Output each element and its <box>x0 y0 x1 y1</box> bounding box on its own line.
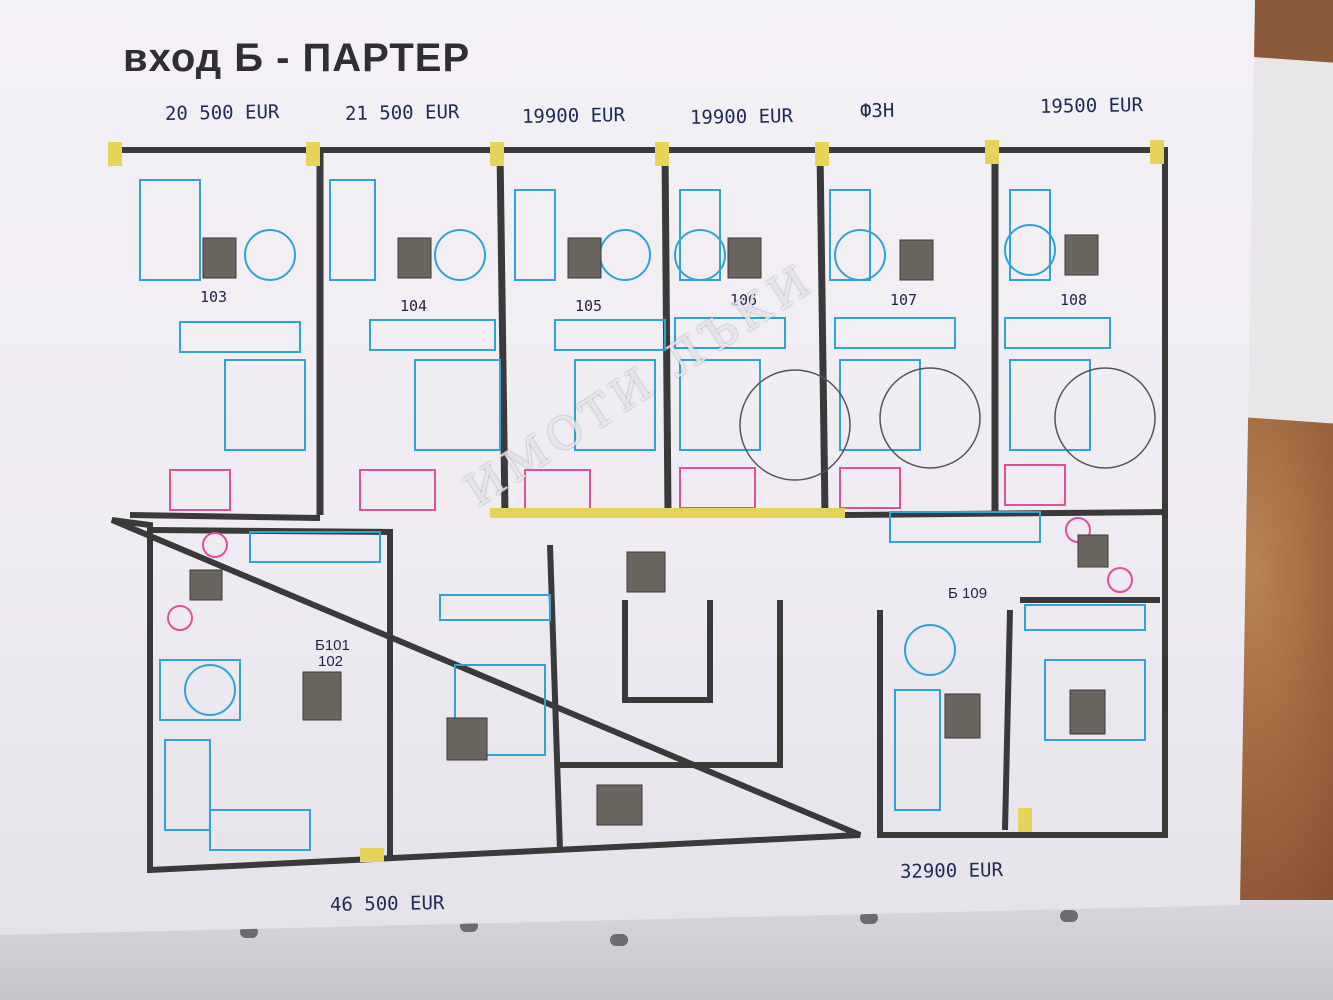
unit-wall <box>1002 597 1160 831</box>
unit-number-103: 103 <box>200 288 228 306</box>
elevator-wall <box>622 600 713 703</box>
page-title: вход Б - ПАРТЕР <box>123 36 471 80</box>
outer-wall <box>110 147 1168 874</box>
price-unit-103: 20 500 EUR <box>164 101 280 125</box>
label-b101: Б101 <box>315 637 350 654</box>
price-bottom-left: 46 500 EUR <box>329 892 445 916</box>
price-unit-104: 21 500 EUR <box>344 101 460 125</box>
unit-number-104: 104 <box>400 297 428 315</box>
floor-plan-sheet: вход Б - ПАРТЕР <box>0 0 1255 935</box>
price-unit-105: 19900 EUR <box>521 104 626 128</box>
label-102: 102 <box>318 653 344 670</box>
punch-hole <box>860 912 878 924</box>
floor-plan-drawing <box>108 140 1168 874</box>
stair-wall <box>547 544 783 851</box>
unit-number-108: 108 <box>1060 291 1088 309</box>
partition-wall <box>496 149 509 516</box>
punch-hole <box>610 934 628 946</box>
unit-wall <box>149 527 393 860</box>
partition-wall <box>816 149 829 516</box>
price-bottom-right: 32900 EUR <box>899 859 1004 883</box>
price-unit-108: 19500 EUR <box>1039 94 1144 118</box>
corridor-wall <box>129 509 1166 521</box>
label-b109: Б 109 <box>948 585 988 602</box>
price-unit-106: 19900 EUR <box>689 105 794 129</box>
partition-wall <box>661 149 672 516</box>
punch-hole <box>1060 910 1078 922</box>
unit-number-107: 107 <box>890 291 918 309</box>
unit-number-106: 106 <box>730 291 758 309</box>
unit-number-105: 105 <box>575 297 603 315</box>
price-unit-107: ФЗН <box>859 99 895 123</box>
